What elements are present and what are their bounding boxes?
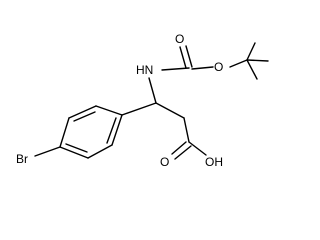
atom-label-carbamate-ester-o: O <box>214 60 223 74</box>
bond-tbu-quaternary-ester-o <box>229 59 248 68</box>
ring-bond-6 <box>111 114 123 146</box>
tert-butyl-group <box>229 42 269 80</box>
bond-acid-c-o-double-a <box>171 141 187 155</box>
ring-inner-double-2 <box>65 143 88 153</box>
carboxylic-acid-group <box>171 117 207 160</box>
chemical-structure-diagram: HN O O Br O OH <box>16 32 269 169</box>
ring-inner-double-1 <box>73 111 96 122</box>
bond-acid-c-o-double-b <box>174 145 192 160</box>
atom-label-acid-carbonyl-o: O <box>160 155 169 169</box>
bond-tbu-methyl-right <box>246 59 269 62</box>
benzene-ring <box>59 105 123 159</box>
ring-bond-5 <box>87 144 113 159</box>
atom-label-carbamate-carbonyl-o: O <box>175 32 184 46</box>
bond-ch2-acid-c <box>183 117 190 143</box>
bond-tbu-methyl-up <box>246 42 256 61</box>
ring-bond-4 <box>59 146 89 159</box>
atom-label-bromine: Br <box>16 152 28 166</box>
bond-alpha-carbon-ring <box>121 102 157 116</box>
ring-bond-3 <box>59 117 70 148</box>
bond-carbamate-c-o-double-b <box>185 45 193 68</box>
bond-tbu-methyl-down <box>246 59 258 80</box>
bond-acid-c-oh <box>188 141 207 156</box>
carbamate-group <box>161 45 214 71</box>
ring-bond-2 <box>68 105 97 119</box>
bond-carbamate-c-o-double-a <box>179 46 187 69</box>
bond-n-alpha-carbon <box>148 77 157 104</box>
bond-ester-o-carbonyl-c <box>191 66 214 70</box>
atom-label-nh: HN <box>136 63 153 77</box>
bond-ring-bromine <box>34 146 61 157</box>
ring-inner-double-3 <box>106 117 117 144</box>
atom-label-hydroxyl: OH <box>205 155 223 169</box>
bond-carbamate-c-n <box>161 67 190 71</box>
bond-alpha-carbon-ch2 <box>155 102 185 119</box>
ring-bond-1 <box>95 105 123 116</box>
